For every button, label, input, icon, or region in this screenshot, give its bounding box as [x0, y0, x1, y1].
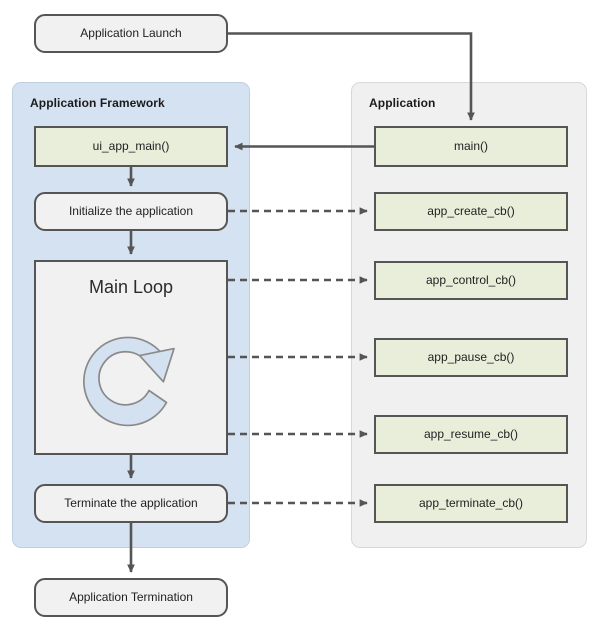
node-app-create-cb[interactable]: app_create_cb() — [374, 192, 568, 231]
node-initialize-the-application[interactable]: Initialize the application — [34, 192, 228, 231]
panel-application-title: Application — [369, 96, 436, 110]
node-ui-app-main[interactable]: ui_app_main() — [34, 126, 228, 167]
node-main-loop-label: Main Loop — [88, 277, 174, 297]
node-main-label: main() — [453, 139, 488, 154]
node-app-control-cb[interactable]: app_control_cb() — [374, 261, 568, 300]
node-terminate-the-application[interactable]: Terminate the application — [34, 484, 228, 523]
node-app-control-cb-label: app_control_cb() — [425, 273, 517, 288]
node-ui-app-main-label: ui_app_main() — [92, 139, 170, 154]
node-app-create-cb-label: app_create_cb() — [427, 204, 515, 219]
node-application-termination-label: Application Termination — [69, 590, 193, 605]
node-app-pause-cb-label: app_pause_cb() — [427, 350, 515, 365]
node-application-termination[interactable]: Application Termination — [34, 578, 228, 617]
node-main-loop[interactable]: Main Loop — [34, 260, 228, 455]
node-app-resume-cb[interactable]: app_resume_cb() — [374, 415, 568, 454]
node-app-pause-cb[interactable]: app_pause_cb() — [374, 338, 568, 377]
node-initialize-the-application-label: Initialize the application — [68, 204, 194, 219]
node-app-terminate-cb-label: app_terminate_cb() — [418, 496, 524, 511]
node-application-launch[interactable]: Application Launch — [34, 14, 228, 53]
panel-application-framework-title: Application Framework — [30, 96, 165, 110]
node-main[interactable]: main() — [374, 126, 568, 167]
node-terminate-the-application-label: Terminate the application — [64, 496, 198, 511]
node-app-resume-cb-label: app_resume_cb() — [423, 427, 519, 442]
node-application-launch-label: Application Launch — [80, 26, 182, 41]
node-app-terminate-cb[interactable]: app_terminate_cb() — [374, 484, 568, 523]
circular-loop-arrow-icon — [83, 336, 175, 427]
